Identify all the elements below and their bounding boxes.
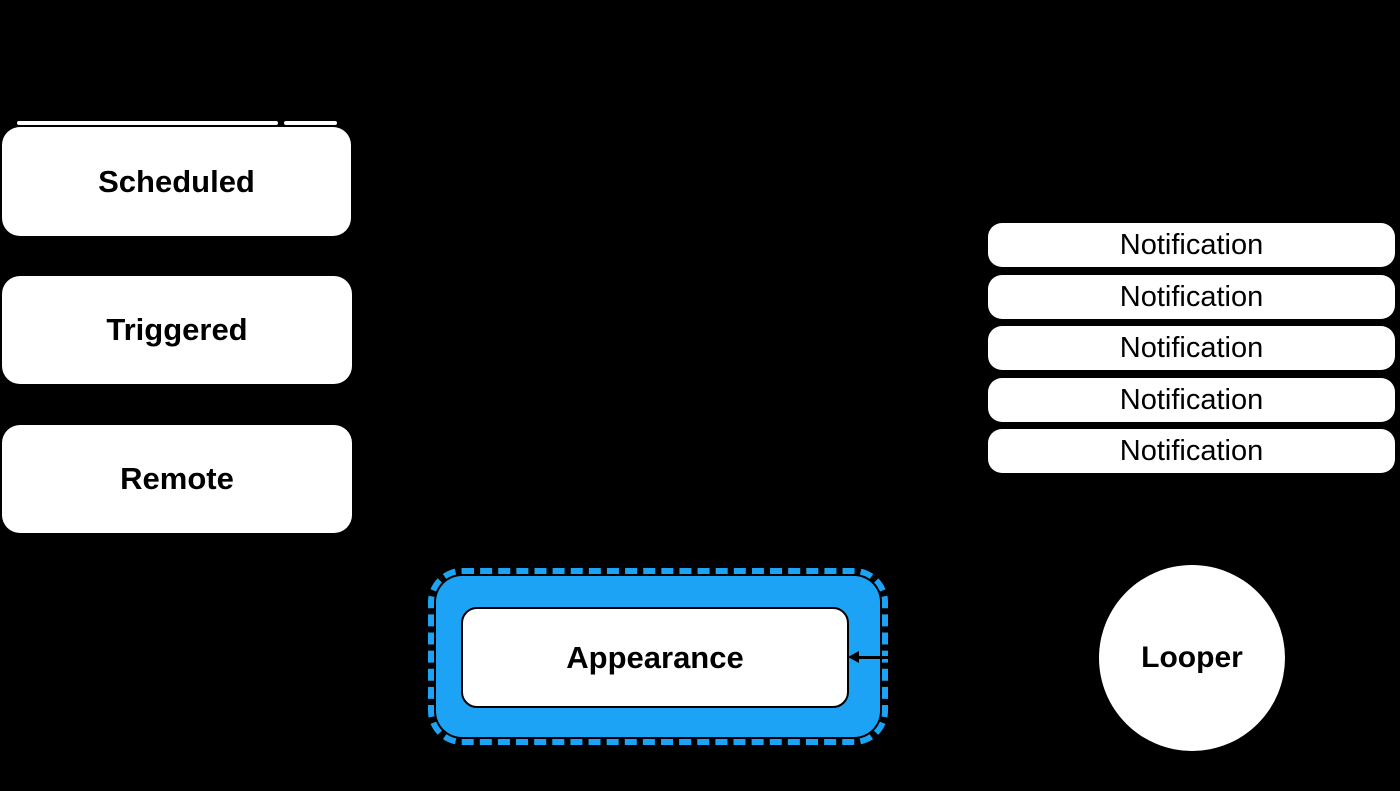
node-remote: Remote [2,425,352,533]
notification-pill-label: Notification [1119,331,1264,364]
notification-pill-label: Notification [1119,228,1264,261]
node-appearance: Appearance [461,607,849,708]
node-appearance-label: Appearance [566,639,744,675]
arrow-left-icon [848,651,859,663]
notification-pill: Notification [988,326,1395,370]
scheduled-stack-sliver [284,121,337,125]
node-looper: Looper [1099,565,1285,751]
notification-pill: Notification [988,275,1395,319]
notification-pill-label: Notification [1119,280,1264,313]
node-triggered-label: Triggered [106,312,248,347]
notification-pill-label: Notification [1119,434,1264,467]
notification-pill: Notification [988,223,1395,267]
notification-pill: Notification [988,429,1395,473]
scheduled-stack-sliver [17,121,278,125]
node-looper-label: Looper [1141,641,1243,674]
node-scheduled-label: Scheduled [98,163,255,199]
node-scheduled: Scheduled [2,127,351,236]
arrow-into-appearance-line [858,656,888,659]
notification-pill-label: Notification [1119,383,1264,416]
node-remote-label: Remote [120,461,234,496]
notification-pill: Notification [988,378,1395,422]
node-triggered: Triggered [2,276,352,384]
